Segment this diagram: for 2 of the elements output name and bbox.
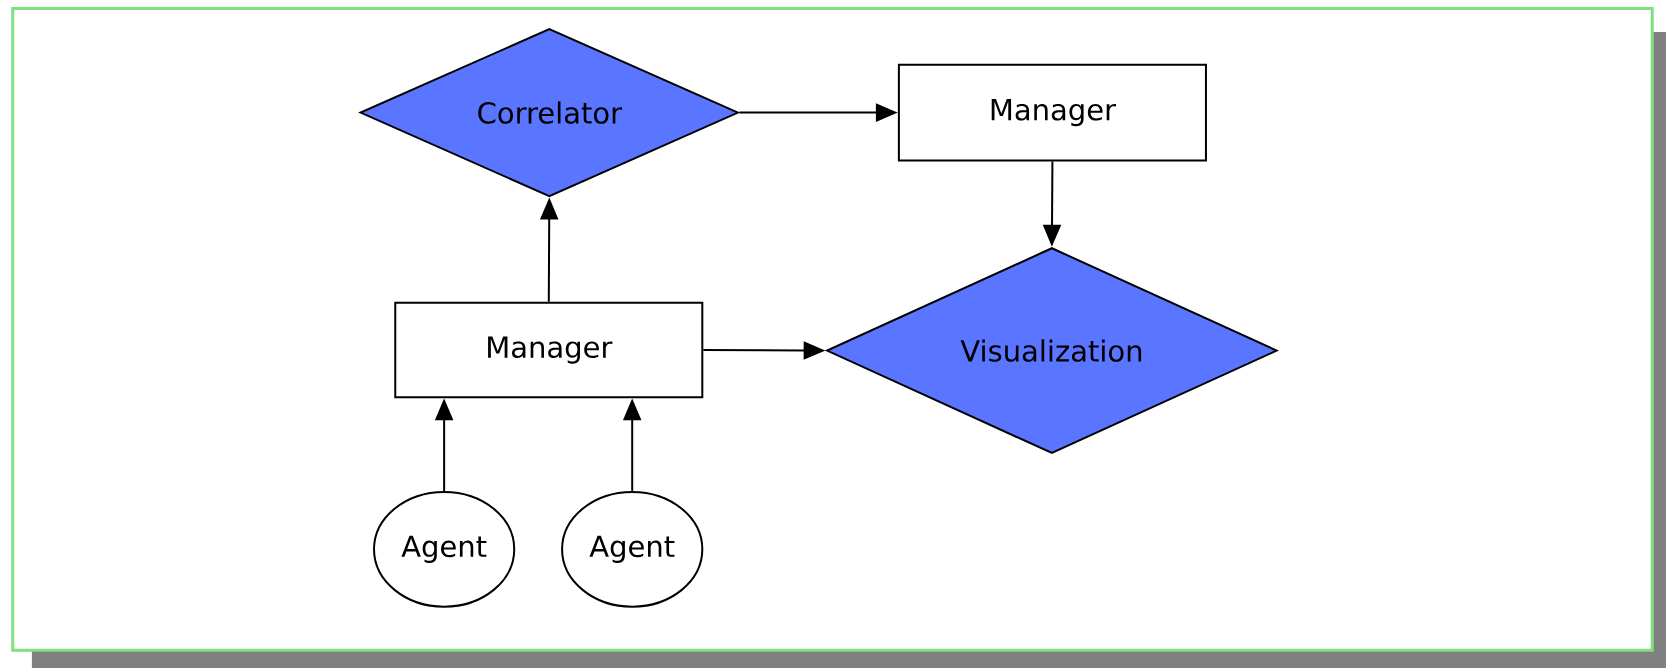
process-box: Manager <box>897 63 1207 162</box>
process-box: Manager <box>394 301 704 399</box>
